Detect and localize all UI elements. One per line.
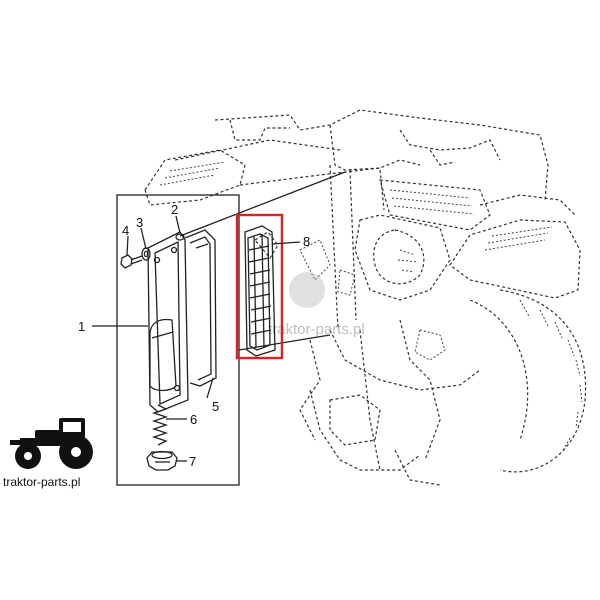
part-drain-valve bbox=[146, 450, 178, 471]
tractor-icon bbox=[10, 418, 93, 469]
part-washer bbox=[141, 247, 151, 261]
logo-text: traktor-parts.pl bbox=[3, 475, 80, 489]
assembly-box bbox=[116, 171, 346, 486]
logo: traktor-parts.pl bbox=[3, 418, 93, 489]
part-nut bbox=[175, 233, 185, 241]
watermark-text: traktor-parts.pl bbox=[268, 321, 365, 338]
callout-7: 7 bbox=[189, 454, 196, 469]
callout-6: 6 bbox=[190, 412, 197, 427]
assembly-frame bbox=[116, 194, 240, 486]
callout-3: 3 bbox=[136, 215, 143, 230]
tractor-background bbox=[144, 109, 587, 486]
callout-labels: 1 2 3 4 5 6 7 8 bbox=[78, 202, 310, 469]
callout-8: 8 bbox=[303, 234, 310, 249]
watermark: traktor-parts.pl bbox=[268, 272, 365, 338]
watermark-tractor-icon bbox=[289, 272, 325, 308]
callout-5: 5 bbox=[212, 399, 219, 414]
leader-4 bbox=[126, 235, 129, 256]
callout-1: 1 bbox=[78, 319, 85, 334]
leader-3 bbox=[140, 227, 147, 250]
part-spring bbox=[151, 404, 169, 446]
leader-5 bbox=[206, 377, 214, 399]
callout-leaders bbox=[92, 215, 301, 462]
part-bolt bbox=[120, 254, 143, 269]
part-housing bbox=[147, 231, 189, 413]
leader-to-tractor-bottom bbox=[238, 334, 331, 351]
part-gasket bbox=[184, 229, 217, 387]
callout-4: 4 bbox=[122, 223, 129, 238]
leader-8 bbox=[271, 241, 301, 245]
callout-2: 2 bbox=[171, 202, 178, 217]
part-filter-grille bbox=[244, 225, 276, 357]
leader-to-tractor-top bbox=[179, 171, 346, 237]
leader-2 bbox=[175, 215, 181, 234]
highlight-box bbox=[235, 213, 284, 360]
